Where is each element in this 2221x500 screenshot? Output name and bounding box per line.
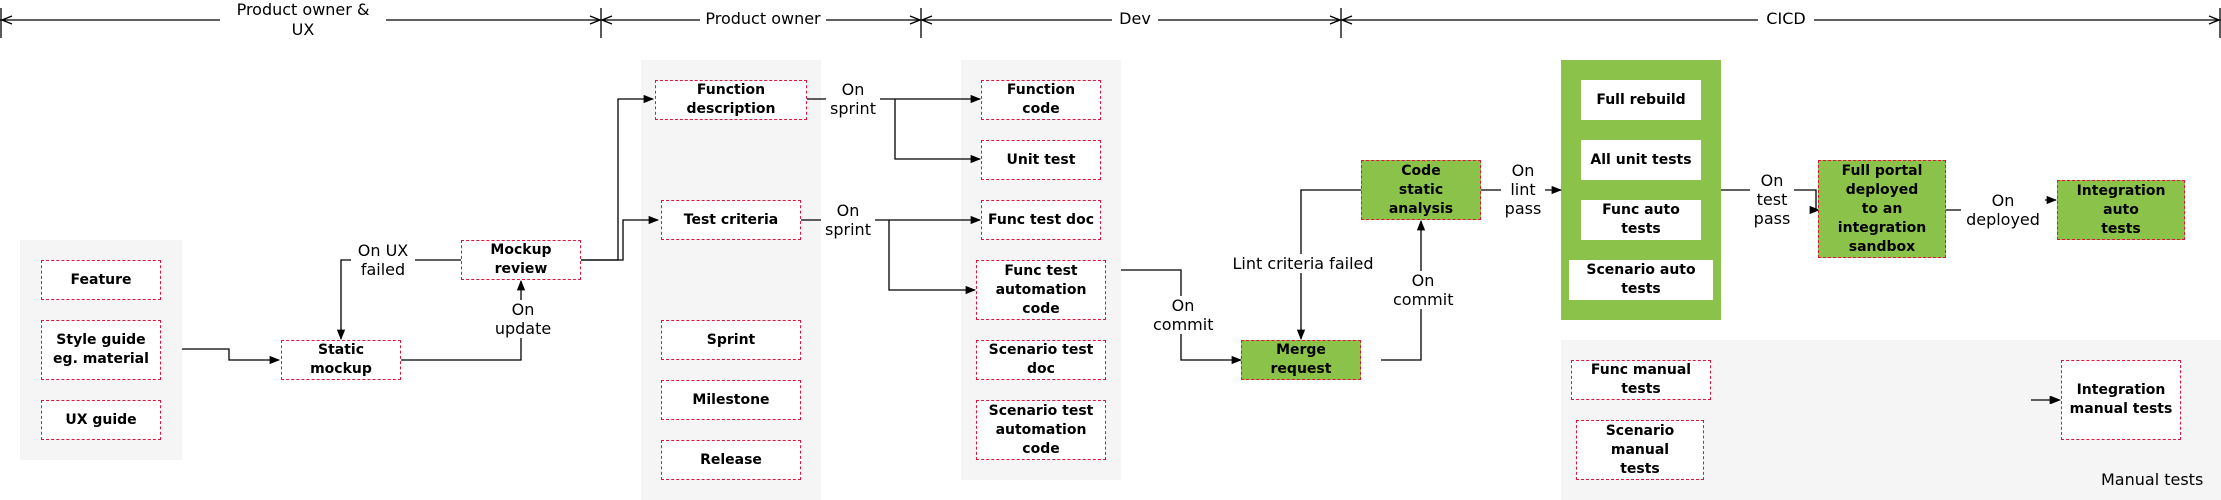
edge-label-on-sprint-1: On sprint	[826, 80, 880, 118]
phase-label-po-ux: Product owner & UX	[220, 0, 386, 40]
edge-label-on-test-pass: On test pass	[1750, 171, 1794, 228]
edge-label-on-deployed: On deployed	[1961, 191, 2045, 229]
node-mockup-review[interactable]: Mockup review	[461, 240, 581, 280]
node-func-test-doc[interactable]: Func test doc	[981, 200, 1101, 240]
phase-label-cicd: CICD	[1758, 9, 1814, 29]
node-func-auto-tests[interactable]: Func auto tests	[1581, 200, 1701, 240]
node-milestone[interactable]: Milestone	[661, 380, 801, 420]
node-function-description[interactable]: Function description	[655, 80, 807, 120]
edge-label-on-sprint-2: On sprint	[821, 201, 875, 239]
edge-label-on-ux-failed: On UX failed	[351, 241, 415, 279]
node-sprint[interactable]: Sprint	[661, 320, 801, 360]
node-all-unit-tests[interactable]: All unit tests	[1581, 140, 1701, 180]
node-integration-auto-tests[interactable]: Integration auto tests	[2057, 180, 2185, 240]
node-code-static-analysis[interactable]: Code static analysis	[1361, 160, 1481, 220]
node-func-manual-tests[interactable]: Func manual tests	[1571, 360, 1711, 400]
node-scenario-test-doc[interactable]: Scenario test doc	[976, 340, 1106, 380]
edge-label-on-lint-pass: On lint pass	[1501, 161, 1545, 218]
node-full-rebuild[interactable]: Full rebuild	[1581, 80, 1701, 120]
node-test-criteria[interactable]: Test criteria	[661, 200, 801, 240]
phase-label-product-owner: Product owner	[700, 9, 826, 29]
edge-label-on-commit-1: On commit	[1151, 296, 1215, 334]
node-integration-manual-tests[interactable]: Integration manual tests	[2061, 360, 2181, 440]
lane-product-owner	[641, 60, 821, 500]
node-feature[interactable]: Feature	[41, 260, 161, 300]
node-scenario-manual-tests[interactable]: Scenario manual tests	[1576, 420, 1704, 480]
node-ux-guide[interactable]: UX guide	[41, 400, 161, 440]
node-unit-test[interactable]: Unit test	[981, 140, 1101, 180]
edge-label-on-update: On update	[491, 300, 555, 338]
edge-label-on-commit-2: On commit	[1391, 271, 1455, 309]
node-style-guide[interactable]: Style guide eg. material	[41, 320, 161, 380]
edge-label-lint-criteria-failed: Lint criteria failed	[1228, 254, 1378, 273]
node-func-test-automation-code[interactable]: Func test automation code	[976, 260, 1106, 320]
manual-tests-area-label: Manual tests	[2101, 470, 2204, 489]
node-release[interactable]: Release	[661, 440, 801, 480]
node-scenario-test-automation-code[interactable]: Scenario test automation code	[976, 400, 1106, 460]
node-scenario-auto-tests[interactable]: Scenario auto tests	[1569, 260, 1713, 300]
node-merge-request[interactable]: Merge request	[1241, 340, 1361, 380]
phase-label-dev: Dev	[1112, 9, 1158, 29]
node-function-code[interactable]: Function code	[981, 80, 1101, 120]
node-static-mockup[interactable]: Static mockup	[281, 340, 401, 380]
node-full-portal-deployed[interactable]: Full portal deployed to an integration s…	[1818, 160, 1946, 258]
